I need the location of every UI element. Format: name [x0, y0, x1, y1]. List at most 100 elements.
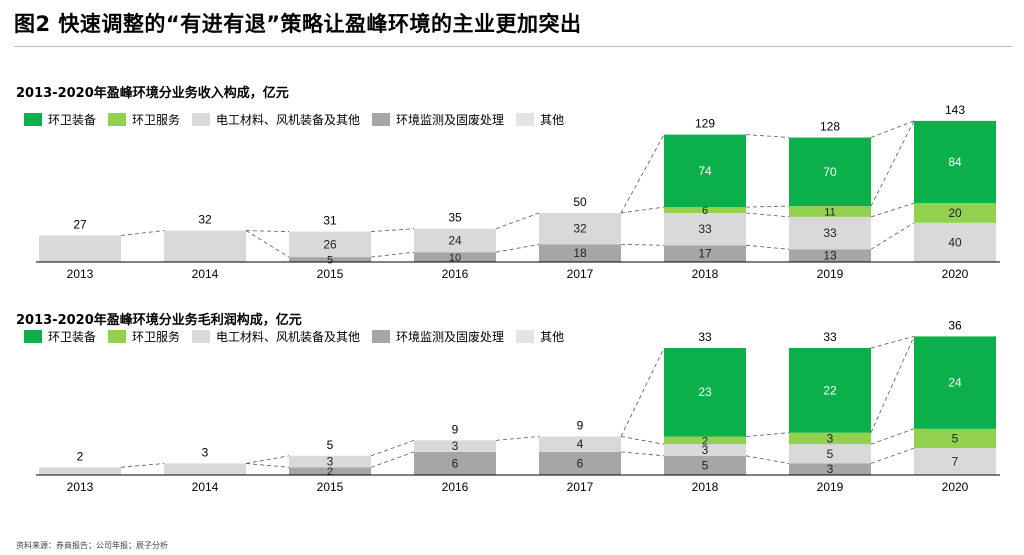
connector-line: [870, 202, 915, 218]
bar-electrical-wind-other-2017: [539, 436, 621, 452]
bar-electrical-wind-other-2020: [914, 222, 996, 262]
data-label: 6: [702, 205, 708, 217]
bar-monitoring-waste-2016: [414, 252, 496, 262]
connector-line: [870, 120, 915, 207]
connector-line: [245, 463, 290, 468]
data-label: 33: [823, 226, 837, 240]
legend-swatch: [108, 329, 127, 343]
total-label-2018: 129: [695, 117, 715, 131]
connector-line: [495, 436, 540, 441]
data-label: 3: [452, 439, 459, 453]
bar-electrical-wind-other-2019: [789, 444, 871, 464]
connector-line: [745, 205, 790, 208]
bars: [39, 336, 996, 475]
data-label: 23: [698, 385, 712, 399]
legend-label: 其他: [540, 329, 565, 344]
chart-title-gross-profit: 2013-2020年盈峰环境分业务毛利润构成，亿元: [16, 313, 302, 328]
x-tick-label: 2017: [567, 267, 594, 281]
legend-label: 环卫装备: [48, 329, 97, 344]
total-label-2018: 33: [698, 330, 712, 344]
bar-sanitation-equipment-2020: [914, 120, 996, 204]
title-divider: [14, 46, 1012, 47]
bar-electrical-wind-other-2017: [539, 213, 621, 245]
bar-monitoring-waste-2015: [289, 467, 371, 475]
bar-electrical-wind-other-2013: [39, 467, 121, 475]
legend-swatch: [372, 329, 391, 343]
legend-swatch: [372, 112, 391, 126]
connector-line: [620, 244, 665, 246]
total-label-2015: 5: [327, 438, 334, 452]
x-tick-label: 2013: [67, 267, 94, 281]
data-label: 10: [449, 252, 461, 264]
bar-sanitation-service-2020: [914, 428, 996, 449]
bar-electrical-wind-other-2014: [164, 463, 246, 475]
connector-line: [245, 455, 290, 464]
bar-monitoring-waste-2017: [539, 244, 621, 262]
legend-item-monitoring-waste: 环境监测及固废处理: [372, 111, 504, 128]
data-label: 5: [702, 458, 709, 472]
connector-line: [870, 336, 915, 433]
data-label: 17: [698, 247, 712, 261]
data-label: 3: [327, 455, 334, 469]
chart-title-revenue: 2013-2020年盈峰环境分业务收入构成，亿元: [16, 86, 289, 101]
legend-swatch: [516, 329, 535, 343]
bar-sanitation-equipment-2019: [789, 347, 871, 433]
x-tick-label: 2018: [692, 480, 719, 494]
total-label-2016: 9: [452, 422, 459, 436]
x-tick-label: 2016: [442, 267, 469, 281]
connector-line: [370, 440, 415, 457]
data-label: 5: [327, 255, 333, 267]
connector-line: [245, 230, 290, 232]
x-tick-label: 2019: [817, 267, 844, 281]
connector-line: [620, 206, 665, 214]
legend-swatch: [108, 112, 127, 126]
data-label: 70: [823, 165, 837, 179]
data-label: 3: [702, 443, 709, 457]
total-label-2017: 50: [573, 195, 587, 209]
x-tick-label: 2018: [692, 267, 719, 281]
bar-electrical-wind-other-2013: [39, 235, 121, 262]
legend-label: 环境监测及固废处理: [396, 112, 505, 127]
x-tick-label: 2017: [567, 480, 594, 494]
x-tick-label: 2015: [317, 480, 344, 494]
total-label-2019: 33: [823, 330, 837, 344]
data-label: 32: [573, 222, 587, 236]
connector-line: [745, 432, 790, 437]
connector-line: [620, 451, 665, 457]
connector-line: [620, 436, 665, 445]
bar-sanitation-equipment-2019: [789, 137, 871, 207]
legend-item-sanitation-service: 环卫服务: [108, 328, 180, 345]
total-label-2020: 36: [948, 318, 962, 332]
revenue-stacked-bar-chart: 2720133220145263120151024352016183250201…: [36, 103, 1000, 281]
legend-label: 环卫服务: [132, 329, 181, 344]
data-label: 6: [577, 456, 584, 470]
connector-line: [120, 463, 165, 468]
data-label: 3: [827, 462, 834, 476]
connector-line: [495, 244, 540, 253]
x-tick-label: 2015: [317, 267, 344, 281]
data-label: 84: [948, 155, 962, 169]
bar-electrical-wind-other-2020: [914, 448, 996, 475]
connector-line: [370, 251, 415, 258]
data-label: 18: [573, 246, 587, 260]
bar-monitoring-waste-2019: [789, 463, 871, 475]
connector-line: [495, 212, 540, 230]
bar-sanitation-service-2019: [789, 432, 871, 445]
data-label: 6: [452, 456, 459, 470]
bar-electrical-wind-other-2014: [164, 230, 246, 262]
bar-electrical-wind-other-2015: [289, 231, 371, 258]
legend-swatch: [192, 112, 211, 126]
data-label: 4: [577, 437, 584, 451]
data-label: 11: [824, 207, 835, 219]
connector-line: [870, 222, 915, 250]
connector-line: [870, 120, 915, 138]
legend-item-electrical-wind-other: 电工材料、风机装备及其他: [192, 111, 360, 128]
connector-line: [870, 447, 915, 464]
data-label: 13: [823, 249, 837, 263]
legend-swatch: [192, 329, 211, 343]
legend-label: 环卫装备: [48, 112, 97, 127]
legend-label: 环卫服务: [132, 112, 181, 127]
data-label: 2: [327, 466, 333, 478]
labels: 2201332014235201563920166492017532233320…: [67, 318, 969, 494]
connector-line: [745, 244, 790, 250]
